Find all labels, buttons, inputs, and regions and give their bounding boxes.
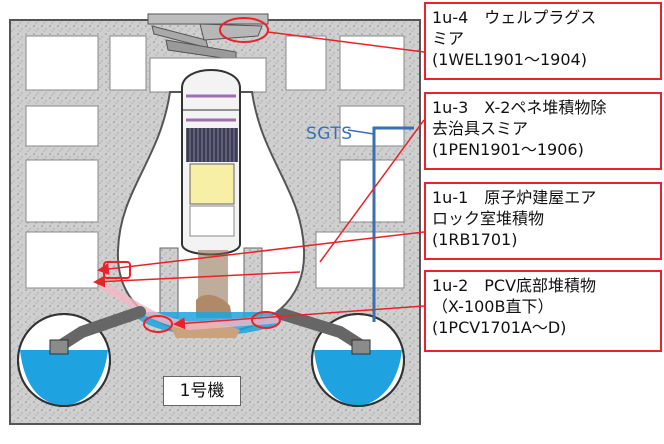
sgts-label: SGTS xyxy=(306,124,353,144)
leader-1u-3 xyxy=(319,119,425,263)
torus-right xyxy=(311,313,405,407)
pink-deposit-path xyxy=(98,280,301,331)
marker-pcv-bottom-right xyxy=(251,311,281,329)
rpv xyxy=(181,69,241,256)
leader-1u-3b xyxy=(93,271,301,288)
building-rooms xyxy=(25,35,405,289)
callout-1u-2: 1u-2 PCV底部堆積物 （X-100B直下） (1PCV1701A～D) xyxy=(424,270,662,352)
marker-pcv-bottom-left xyxy=(143,315,173,333)
sgts-leader xyxy=(347,129,375,135)
callout-1u-3: 1u-3 X-2ペネ堆積物除 去治具スミア (1PEN1901～1906) xyxy=(424,92,662,170)
leader-1u-4 xyxy=(267,31,425,53)
vent-pipe-joints xyxy=(49,339,371,355)
sgts-line xyxy=(372,126,414,322)
torus-left xyxy=(17,313,111,407)
callout-1u-4: 1u-4 ウェルプラグス ミア (1WEL1901～1904) xyxy=(424,2,662,80)
well-plug xyxy=(147,13,269,61)
leader-1u-1 xyxy=(97,231,425,275)
debris-under-rpv xyxy=(196,250,232,318)
unit-label: 1号機 xyxy=(163,376,241,406)
pedestal-left xyxy=(159,247,179,319)
callout-1u-1: 1u-1 原子炉建屋エア ロック室堆積物 (1RB1701) xyxy=(424,182,662,260)
leader-lines xyxy=(93,31,425,330)
leader-1u-2 xyxy=(173,305,425,330)
marker-well-plug xyxy=(219,17,269,43)
pedestal-right xyxy=(243,247,263,319)
